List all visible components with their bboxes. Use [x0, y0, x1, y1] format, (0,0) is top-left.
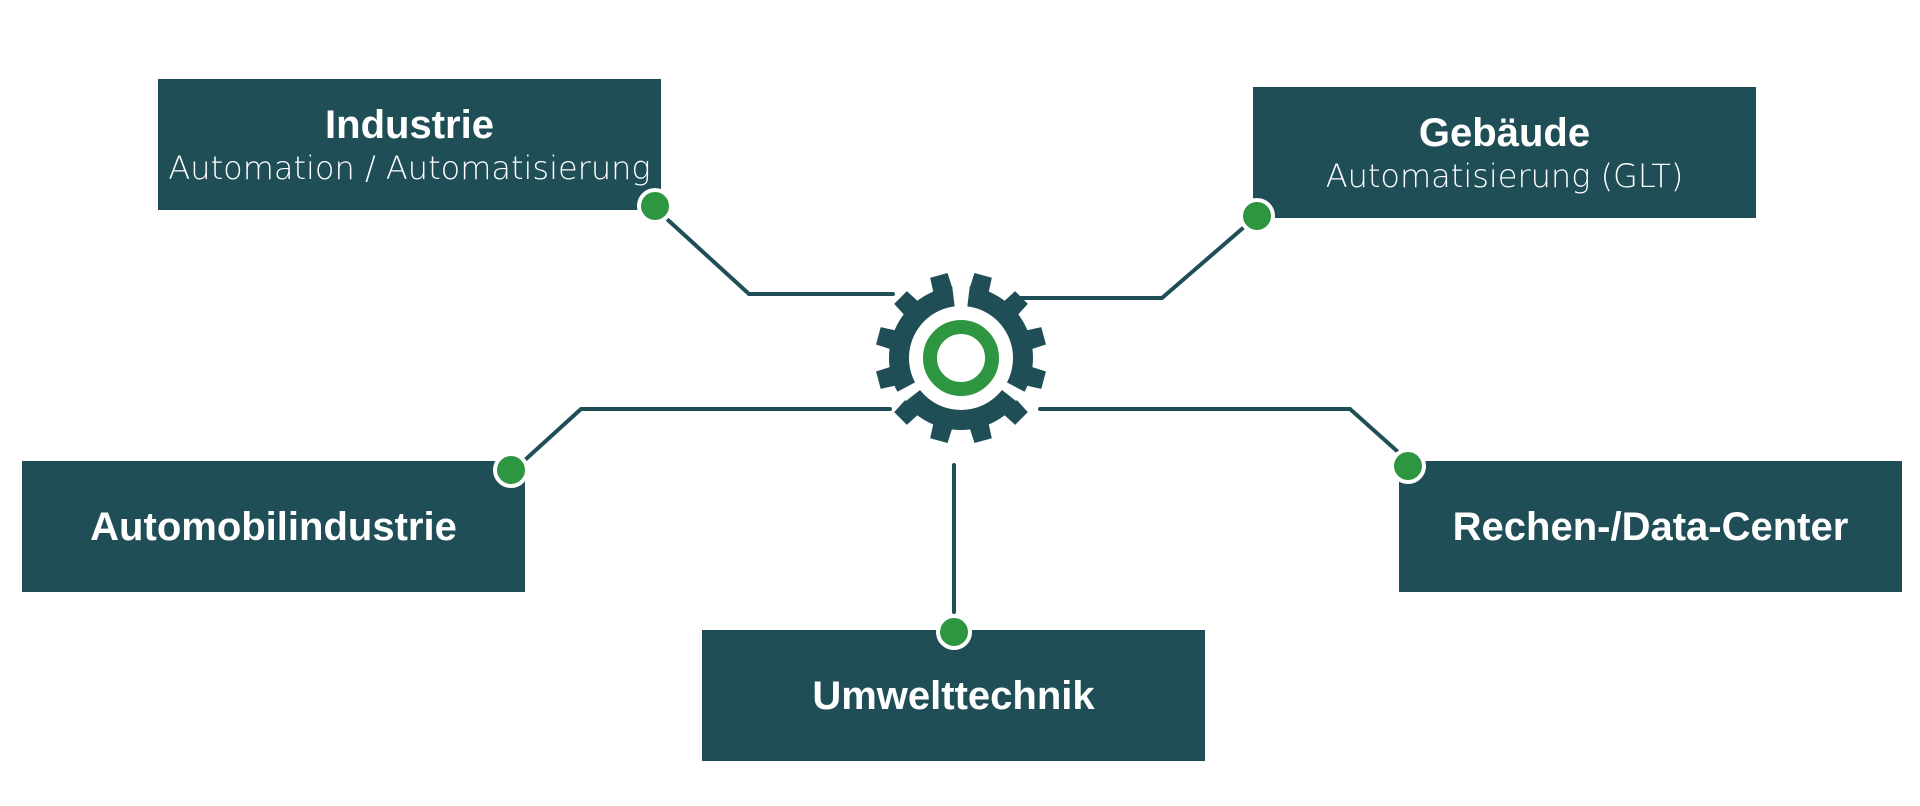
- ring-icon: [923, 320, 999, 396]
- node-rechen-data-center: Rechen-/Data-Center: [1399, 461, 1902, 592]
- connector-industrie: [666, 218, 895, 296]
- connector-automobilindustrie: [524, 407, 892, 461]
- dot-rechen-data-center: [1390, 448, 1426, 484]
- gear-tooth: [1025, 366, 1046, 389]
- gear-tooth: [930, 273, 953, 294]
- node-gebaeude-title: Gebäude: [1418, 110, 1591, 155]
- gear-tooth: [876, 327, 897, 350]
- dot-industrie: [637, 188, 673, 224]
- gear-tooth: [969, 422, 992, 443]
- dot-automobilindustrie: [493, 452, 529, 488]
- gear-tooth: [1003, 291, 1028, 316]
- gear-tooth: [930, 422, 953, 443]
- dot-gebaeude: [1239, 198, 1275, 234]
- gear-tooth: [894, 400, 919, 425]
- gear-segment-bottom: [904, 390, 1018, 430]
- gear-tooth: [876, 366, 897, 389]
- node-gebaeude: Gebäude Automatisierung (GLT): [1253, 87, 1756, 218]
- node-industrie: Industrie Automation / Automatisierung: [158, 79, 661, 210]
- node-industrie-title: Industrie: [325, 102, 494, 147]
- gear-tooth: [969, 273, 992, 294]
- node-industrie-subtitle: Automation / Automatisierung: [168, 148, 651, 187]
- node-automobilindustrie: Automobilindustrie: [22, 461, 525, 592]
- gear-tooth: [894, 291, 919, 316]
- gear-tooth: [1003, 400, 1028, 425]
- connector-rechen-data-center: [1038, 407, 1399, 453]
- gear-tooth: [1025, 327, 1046, 350]
- node-umwelttechnik: Umwelttechnik: [702, 630, 1205, 761]
- connector-gebaeude: [1018, 226, 1245, 300]
- node-umwelttechnik-title: Umwelttechnik: [812, 673, 1095, 718]
- node-automobilindustrie-title: Automobilindustrie: [90, 504, 457, 549]
- connector-dots: [493, 188, 1426, 650]
- node-gebaeude-subtitle: Automatisierung (GLT): [1325, 156, 1684, 195]
- dot-umwelttechnik: [936, 614, 972, 650]
- gear-icon: [876, 273, 1046, 443]
- node-rechen-data-center-title: Rechen-/Data-Center: [1452, 504, 1849, 549]
